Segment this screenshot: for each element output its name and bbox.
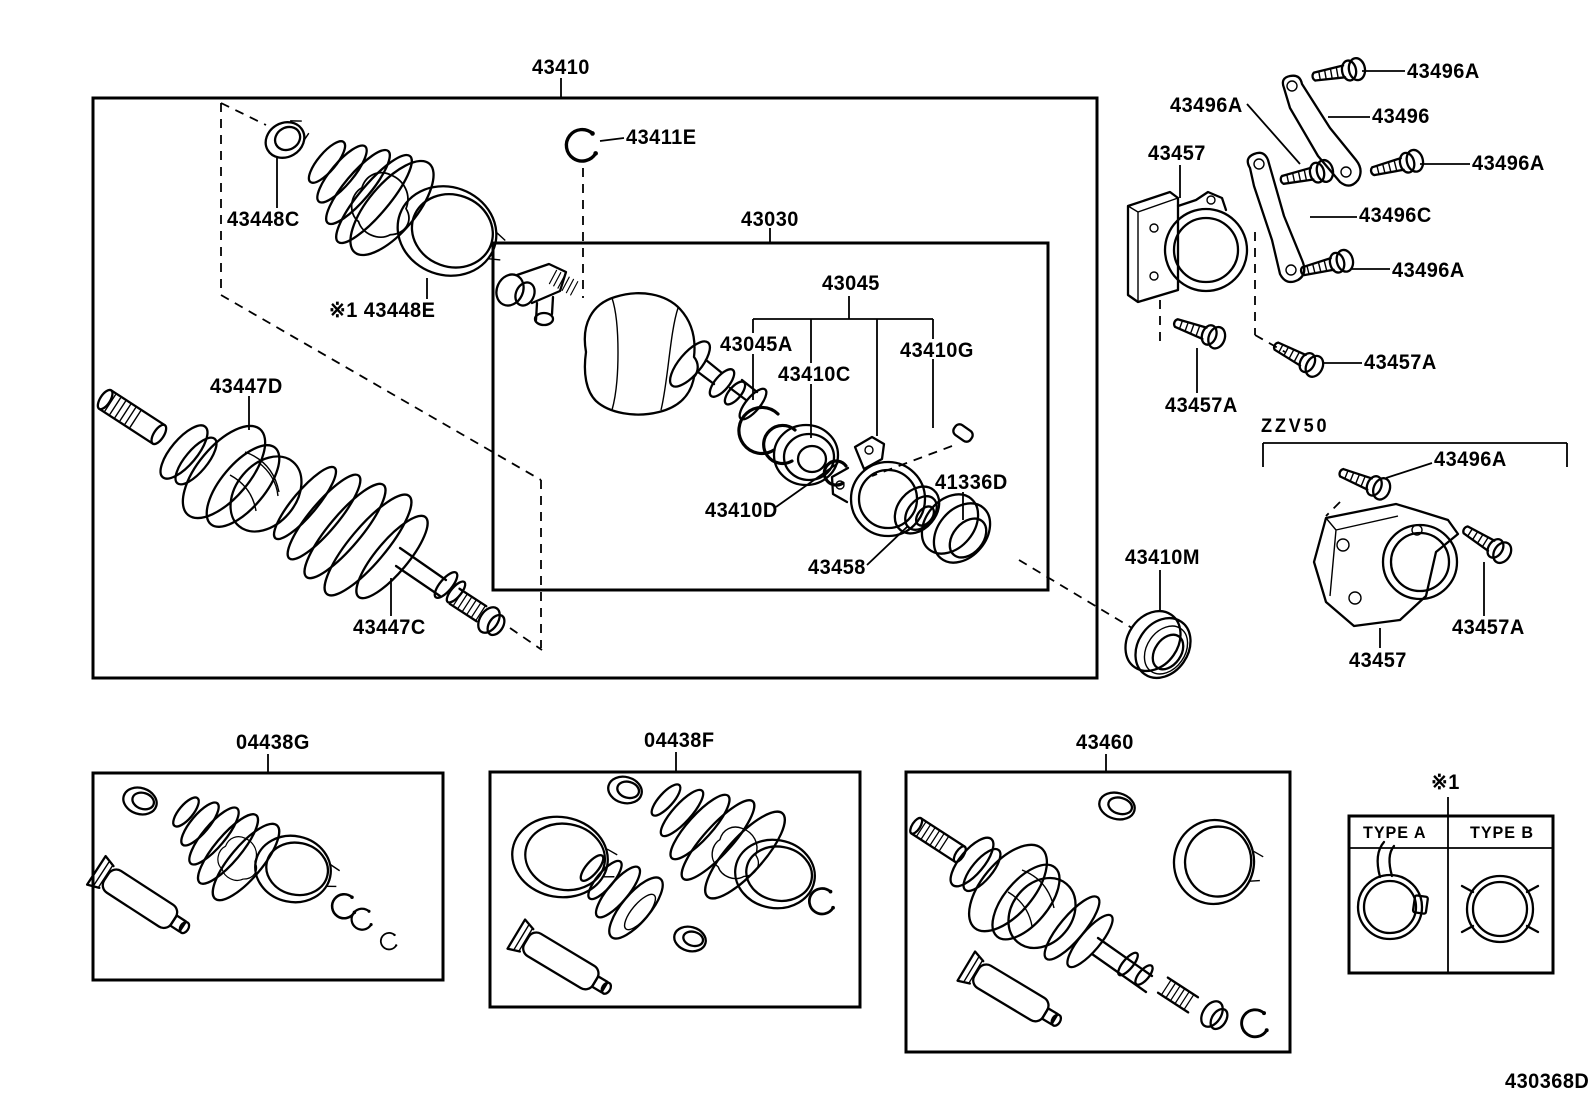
drawing-number: 430368D	[1505, 1070, 1590, 1093]
part-label-43447D: 43447D	[210, 375, 283, 398]
large-clamp	[1172, 818, 1264, 906]
inner-joint-housing	[583, 292, 712, 416]
kit-43460-parts	[909, 791, 1271, 1039]
assembly-box-43410	[91, 96, 1099, 680]
part-label-43496A-2: 43496A	[1170, 94, 1243, 117]
kit-box-04438F	[488, 770, 862, 1009]
large-clamp-right	[734, 838, 816, 910]
part-label-43448C: 43448C	[227, 208, 300, 231]
bearing-bracket-43457	[1126, 190, 1249, 304]
spline-collar	[949, 836, 1002, 893]
part-label-43496C: 43496C	[1359, 204, 1432, 227]
part-label-04438F: 04438F	[644, 729, 715, 752]
part-label-43030: 43030	[741, 208, 799, 231]
bolt-43496A-5	[1334, 460, 1395, 504]
part-label-43457A-2: 43457A	[1364, 351, 1437, 374]
boot-clamp-43448C	[264, 120, 310, 159]
bolt-43496A-1	[1309, 55, 1368, 89]
small-clamp	[122, 786, 158, 816]
part-label-43410D: 43410D	[705, 499, 778, 522]
outer-cv-joint	[967, 843, 1077, 950]
cv-boot-outboard	[307, 140, 435, 257]
kit-04438G-parts	[85, 786, 399, 951]
part-label-43457-zzv: 43457	[1349, 649, 1407, 672]
shaft-plug	[952, 423, 974, 443]
boot-inboard	[579, 854, 664, 940]
type-table-header-b: TYPE B	[1470, 823, 1535, 842]
bracket-line-43045	[752, 296, 934, 438]
part-label-41336D: 41336D	[935, 471, 1008, 494]
part-label-43410: 43410	[532, 56, 590, 79]
bracket-line-zzv50	[1262, 442, 1568, 467]
bolt-43496A-2	[1277, 157, 1337, 193]
part-label-43457A-3: 43457A	[1452, 616, 1525, 639]
small-clamp	[607, 775, 643, 805]
dust-cover-43458	[893, 485, 941, 535]
construction-dashed-lines	[220, 102, 1341, 651]
axle-shaft	[1090, 936, 1229, 1031]
snap-ring-43411E	[564, 127, 600, 163]
boot-section	[1043, 895, 1114, 969]
part-label-43496A-5: 43496A	[1434, 448, 1507, 471]
part-label-43447C: 43447C	[353, 616, 426, 639]
boot-clamp-43448E	[396, 185, 506, 277]
boot-left-inner	[272, 465, 429, 600]
footnote-marker: ※1	[1431, 771, 1460, 794]
small-clamp	[1098, 791, 1136, 821]
part-label-43457A-1: 43457A	[1165, 394, 1238, 417]
bolt-43457A-2	[1268, 334, 1328, 381]
center-bearing	[772, 423, 848, 487]
part-label-43496A-3: 43496A	[1472, 152, 1545, 175]
part-label-43496A-4: 43496A	[1392, 259, 1465, 282]
type-a-clamp-drawing	[1356, 840, 1429, 941]
part-label-43411E: 43411E	[626, 126, 697, 149]
type-table-header-a: TYPE A	[1363, 823, 1427, 842]
bolt-43496A-3	[1367, 147, 1427, 184]
inboard-joint-group	[495, 262, 992, 564]
boot	[172, 796, 281, 902]
bolt-43457A-1	[1169, 310, 1230, 352]
bracket-43496C	[1246, 151, 1306, 284]
large-clamp	[254, 834, 341, 904]
type-table-frame	[1347, 814, 1555, 975]
boot-outboard	[650, 783, 786, 900]
part-label-43496A-1: 43496A	[1407, 60, 1480, 83]
type-b-clamp-drawing	[1460, 874, 1540, 944]
front-drive-shaft-assembly	[96, 388, 506, 637]
part-label-43448E: ※1 43448E	[329, 299, 436, 322]
inner-shaft	[696, 358, 768, 421]
part-label-43458: 43458	[808, 556, 866, 579]
snap-ring-pair	[737, 405, 797, 466]
bolt-43496A-4	[1297, 247, 1357, 284]
variant-label-zzv50: ZZV50	[1261, 416, 1330, 437]
part-label-43410G: 43410G	[900, 339, 974, 362]
part-label-43045A: 43045A	[720, 333, 793, 356]
spline-collar	[159, 424, 218, 486]
spline-stub	[96, 388, 168, 446]
kit-04438F-parts	[506, 775, 837, 1006]
assembly-box-43030	[491, 241, 1050, 592]
tripod-spider	[495, 262, 579, 327]
part-label-43045: 43045	[822, 272, 880, 295]
part-label-43496: 43496	[1372, 105, 1430, 128]
oil-seal-43410M	[1124, 609, 1192, 680]
zzv50-bracket-43457	[1312, 502, 1460, 628]
bracket-43496	[1281, 74, 1362, 187]
part-label-04438G: 04438G	[236, 731, 310, 754]
bolt-43457A-3	[1457, 518, 1517, 568]
leader-lines	[248, 70, 1568, 816]
axle-shaft-end	[394, 546, 506, 637]
part-label-43410M: 43410M	[1125, 546, 1200, 569]
center-bearing-bracket	[830, 435, 927, 538]
kit-box-43460	[904, 770, 1292, 1054]
bearing-41336D	[920, 493, 992, 564]
small-clamp-2	[673, 925, 707, 953]
part-label-43460: 43460	[1076, 731, 1134, 754]
outer-cv-joint	[181, 424, 303, 533]
spline-stub	[909, 816, 967, 864]
part-label-43410C: 43410C	[778, 363, 851, 386]
part-label-43457-top: 43457	[1148, 142, 1206, 165]
